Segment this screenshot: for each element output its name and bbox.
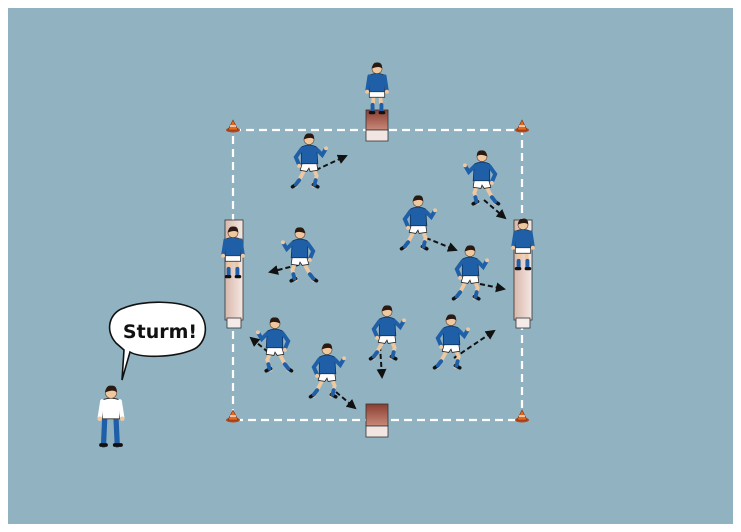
mini-goal-top	[366, 110, 388, 141]
speech-bubble-text: Sturm!	[123, 321, 197, 343]
mini-goal-bottom	[366, 404, 388, 437]
